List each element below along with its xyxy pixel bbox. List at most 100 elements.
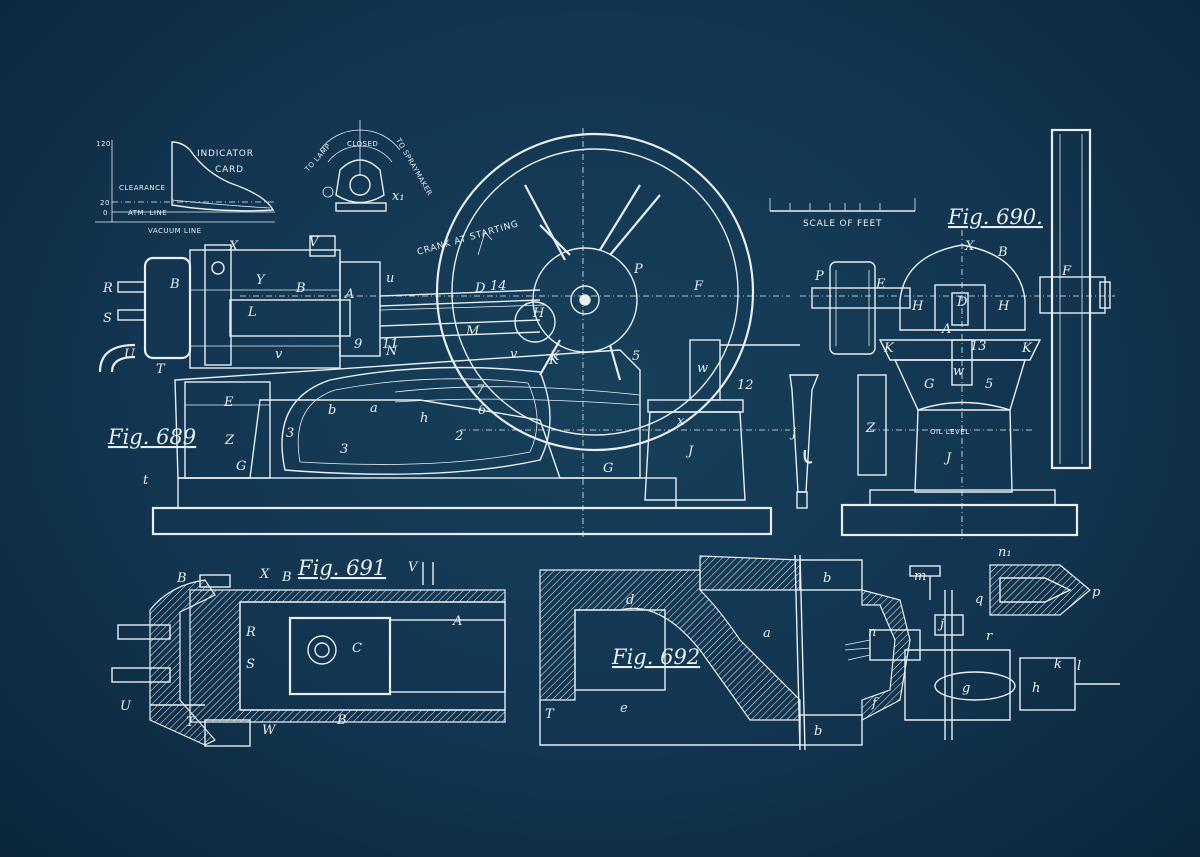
part-label: T	[156, 362, 166, 377]
valve-dial: CLOSED TO LAMP TO SPRAYMAKER x₁	[303, 120, 434, 212]
part-label: S	[103, 311, 112, 326]
tick-120: 120	[96, 140, 111, 148]
part-label: r	[986, 629, 993, 644]
part-label: P	[814, 269, 824, 284]
part-label: A	[452, 614, 462, 629]
part-label: 13	[970, 339, 987, 354]
part-label: 9	[354, 337, 362, 352]
clearance-label: CLEARANCE	[119, 184, 165, 192]
fig-692-frame-section: Fig. 692	[539, 554, 1120, 751]
part-label: B	[281, 570, 292, 585]
part-label: b	[823, 571, 831, 586]
part-label: f	[871, 696, 879, 711]
part-label: T	[545, 707, 555, 722]
part-label: R	[102, 281, 113, 296]
indicator-card: 120 20 0 INDICATOR CARD CLEARANCE ATM. L…	[95, 140, 275, 235]
part-label: h	[1032, 681, 1040, 696]
fig-691-letter-callouts: B X B V A R S C U T W B	[120, 560, 462, 738]
fig-692-title: Fig. 692	[611, 645, 700, 669]
part-label: 3	[286, 426, 294, 441]
part-label: B	[169, 277, 180, 292]
fig-690-letter-callouts: X B P E H H D A K 13 K G w 5 Z J F	[814, 239, 1072, 466]
part-label: A	[941, 322, 951, 337]
part-label: C	[352, 641, 362, 656]
closed-label: CLOSED	[347, 140, 378, 148]
part-label: S	[246, 657, 255, 672]
part-label: v	[510, 347, 518, 362]
part-label: 2	[454, 429, 463, 444]
part-label: 5	[985, 377, 993, 392]
part-label: l	[1077, 659, 1081, 674]
fig-689-side-elevation: Fig. 689 CRANK AT STARTING	[98, 128, 800, 540]
tick-0: 0	[103, 209, 108, 217]
scale-of-feet-label: SCALE OF FEET	[803, 219, 882, 229]
part-label: n₁	[998, 545, 1012, 560]
part-label: N	[385, 344, 398, 359]
part-label: V	[408, 560, 419, 575]
part-label: g	[962, 681, 970, 696]
vacuum-line-label: VACUUM LINE	[148, 227, 202, 235]
part-label: F	[1061, 264, 1072, 279]
part-label: P	[633, 262, 643, 277]
fig-690-title: Fig. 690.	[947, 205, 1043, 229]
part-label: v	[275, 347, 283, 362]
part-label: B	[336, 713, 347, 728]
part-label: 7	[476, 383, 485, 398]
part-label: J	[685, 444, 694, 459]
tick-20: 20	[100, 199, 110, 207]
part-label: 11	[382, 337, 399, 352]
part-label: 5	[632, 349, 640, 364]
part-label: X	[228, 239, 239, 254]
part-label: T	[186, 715, 196, 730]
part-label: a	[763, 626, 771, 641]
part-label: 6	[478, 403, 486, 418]
part-label: B	[176, 571, 187, 586]
part-label: M	[465, 324, 480, 339]
part-label: K	[548, 353, 560, 368]
part-label: K	[549, 349, 561, 364]
part-label: h	[420, 411, 428, 426]
part-label: u	[386, 271, 394, 286]
part-label: E	[223, 395, 234, 410]
part-label: 12	[737, 378, 754, 393]
to-lamp-label: TO LAMP	[303, 142, 333, 174]
part-label: G	[603, 461, 613, 476]
part-label: d	[626, 593, 634, 608]
part-label: D	[956, 295, 968, 310]
part-label: x	[677, 414, 685, 429]
fig-689-title: Fig. 689	[107, 425, 196, 449]
part-label: b	[814, 724, 822, 739]
part-label: Z	[224, 433, 235, 448]
part-label: q	[975, 592, 983, 607]
part-label: G	[236, 459, 246, 474]
fig-691-title: Fig. 691	[297, 556, 386, 580]
part-label: Z	[865, 421, 876, 436]
part-label: X	[964, 239, 975, 254]
part-label: H	[911, 299, 924, 314]
indicator-title-2: CARD	[215, 165, 244, 175]
part-label: k	[1054, 657, 1062, 672]
part-label: j	[937, 617, 944, 632]
part-label: H	[532, 306, 545, 321]
part-label: K	[883, 341, 895, 356]
x1-label: x₁	[392, 189, 405, 204]
part-label: w	[697, 361, 708, 376]
part-label: R	[245, 625, 256, 640]
fig-690-end-elevation: Fig. 690. OIL LEVEL	[800, 128, 1115, 540]
indicator-title-1: INDICATOR	[197, 149, 254, 159]
part-label: B	[997, 245, 1008, 260]
part-label: F	[693, 279, 704, 294]
scale-of-feet: SCALE OF FEET	[769, 198, 916, 229]
part-label: e	[620, 701, 628, 716]
oil-level-label: OIL LEVEL	[930, 428, 970, 436]
part-label: V	[309, 235, 320, 250]
part-label: t	[143, 473, 149, 488]
part-label: G	[924, 377, 934, 392]
part-label: m	[914, 569, 926, 584]
part-label: W	[262, 723, 277, 738]
part-label: H	[997, 299, 1010, 314]
part-label: p	[1092, 585, 1101, 600]
atm-line-label: ATM. LINE	[128, 209, 167, 217]
